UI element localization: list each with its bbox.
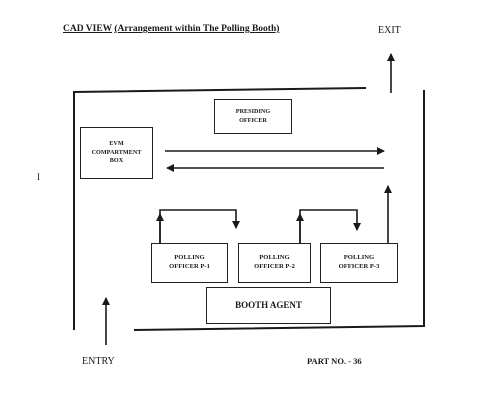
p3-line-1: POLLING [343, 254, 375, 262]
evm-line-1: EVM [109, 140, 124, 148]
presiding-officer-line-1: PRESIDING [235, 108, 271, 116]
diagram-title: CAD VIEW (Arrangement within The Polling… [63, 24, 280, 35]
side-mark: I [37, 172, 40, 182]
presiding-officer-line-2: OFFICER [239, 116, 267, 124]
title-main: CAD VIEW [63, 24, 113, 34]
polling-officer-p1-box: POLLING OFFICER P-1 [151, 243, 228, 283]
entry-label: ENTRY [82, 356, 115, 367]
p1-line-1: POLLING [174, 254, 205, 262]
p1-line-2: OFFICER P-1 [169, 263, 210, 270]
booth-wall-left-top [73, 87, 367, 330]
presiding-officer-box: PRESIDING OFFICER [214, 99, 292, 134]
p3-line-2: OFFICER P-3 [338, 263, 380, 270]
evm-compartment-box: EVM COMPARTMENT BOX [80, 127, 153, 179]
exit-label: EXIT [378, 25, 401, 36]
booth-wall-right-bottom [133, 90, 425, 331]
p2-line-2: OFFICER P-2 [254, 263, 295, 270]
evm-line-3: BOX [109, 157, 124, 165]
flow-arrow-p2-to-p3 [299, 209, 361, 243]
booth-agent-label: BOOTH AGENT [235, 300, 302, 311]
polling-officer-p2-box: POLLING OFFICER P-2 [238, 243, 311, 283]
title-sub: (Arrangement within The Polling Booth) [114, 24, 280, 34]
evm-line-2: COMPARTMENT [91, 148, 142, 156]
flow-arrow-p1-to-p2 [159, 209, 240, 243]
booth-agent-box: BOOTH AGENT [206, 287, 331, 324]
p2-line-1: POLLING [259, 254, 290, 262]
polling-officer-p3-box: POLLING OFFICER P-3 [320, 243, 398, 283]
part-number: PART NO. - 36 [307, 356, 362, 366]
